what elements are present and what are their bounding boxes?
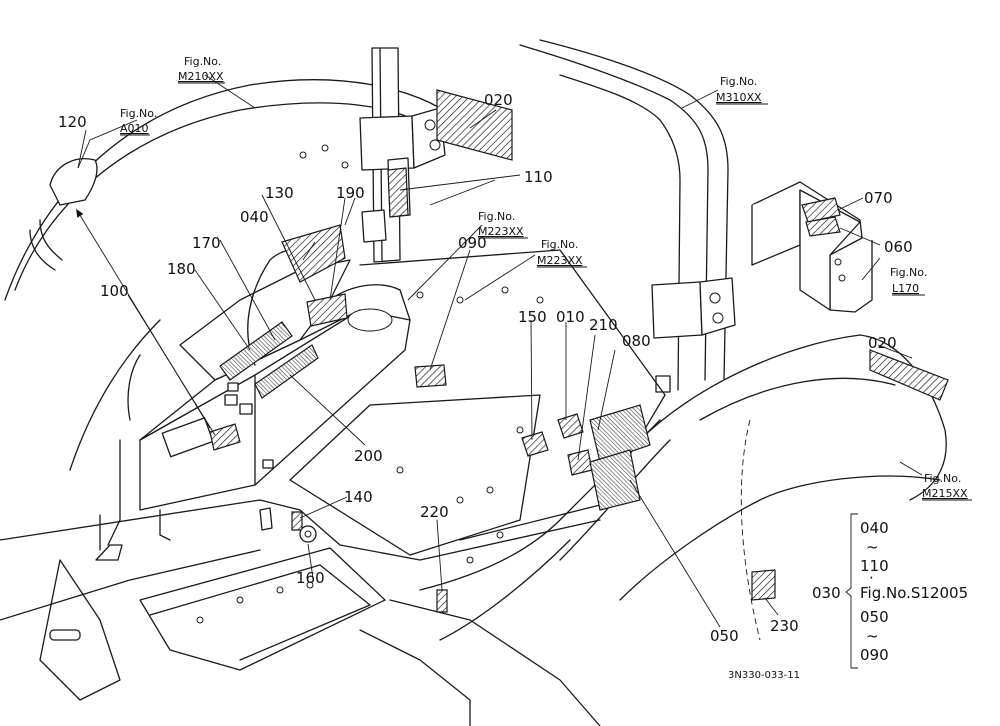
figref-code: M223XX — [478, 225, 524, 238]
callout-040: 040 — [240, 208, 269, 226]
decal-040 — [306, 293, 348, 327]
figref-code: M223XX — [537, 254, 583, 267]
callout-230: 230 — [770, 617, 799, 635]
decal-230 — [751, 569, 776, 601]
callout-150: 150 — [518, 308, 547, 326]
decal-210 — [567, 449, 593, 476]
figref-m210xx: Fig.No. M210XX — [178, 55, 225, 84]
callout-120: 120 — [58, 113, 87, 131]
decal-090 — [414, 364, 447, 388]
key-switch — [29, 158, 98, 271]
decal-200 — [254, 344, 319, 399]
legend-tilde-2: ~ — [866, 627, 879, 645]
callout-140: 140 — [344, 488, 373, 506]
decal-130 — [281, 224, 346, 283]
callout-210: 210 — [589, 316, 618, 334]
callout-100: 100 — [100, 282, 129, 300]
callout-130: 130 — [265, 184, 294, 202]
legend-dot: · — [869, 569, 874, 587]
decal-220 — [436, 589, 448, 613]
legend-tilde: ~ — [866, 538, 879, 556]
decal-020-right — [869, 349, 949, 401]
decal-150 — [521, 431, 549, 457]
figref-a010: Fig.No. A010 — [120, 107, 157, 136]
rops-right-frame — [519, 39, 736, 393]
decal-010 — [557, 413, 584, 439]
decal-080 — [589, 404, 651, 463]
figref-label: Fig.No. — [541, 238, 578, 251]
decal-100 — [209, 423, 241, 451]
figref-code: L170 — [892, 282, 919, 295]
figref-code: M215XX — [922, 487, 968, 500]
callout-020-top: 020 — [484, 91, 513, 109]
legend-range1-start: 040 — [860, 519, 889, 537]
legend-range2-start: 050 — [860, 608, 889, 626]
cover-l170 — [751, 181, 873, 313]
figref-m223xx-2: Fig.No. M223XX — [537, 238, 587, 268]
figref-label: Fig.No. — [720, 75, 757, 88]
callout-010: 010 — [556, 308, 585, 326]
callout-200: 200 — [354, 447, 383, 465]
callout-030: 030 — [812, 584, 841, 602]
decal-180 — [219, 321, 293, 381]
figref-label: Fig.No. — [120, 107, 157, 120]
figref-label: Fig.No. — [924, 472, 961, 485]
rops-left-post — [359, 47, 446, 263]
callout-170: 170 — [192, 234, 221, 252]
figref-code: A010 — [120, 122, 149, 135]
callout-220: 220 — [420, 503, 449, 521]
drawing-code: 3N330-033-11 — [728, 670, 800, 681]
callout-090: 090 — [458, 234, 487, 252]
figref-code: M310XX — [716, 91, 762, 104]
decals — [64, 89, 949, 613]
floor-platform — [0, 249, 666, 726]
callout-080: 080 — [622, 332, 651, 350]
figref-l170: Fig.No. L170 — [890, 266, 927, 296]
figref-m310xx: Fig.No. M310XX — [716, 75, 768, 105]
lower-floor-plate — [39, 547, 386, 701]
right-fender — [559, 334, 947, 641]
decal-110 — [387, 167, 409, 218]
callout-070: 070 — [864, 189, 893, 207]
callout-060: 060 — [884, 238, 913, 256]
figref-label: Fig.No. — [890, 266, 927, 279]
figref-label: Fig.No. — [478, 210, 515, 223]
legend-fig-ref: Fig.No.S12005 — [860, 584, 968, 602]
decal-140 — [291, 511, 303, 531]
callout-160: 160 — [296, 569, 325, 587]
callout-190: 190 — [336, 184, 365, 202]
callout-180: 180 — [167, 260, 196, 278]
figref-m215xx: Fig.No. M215XX — [922, 472, 972, 501]
dashboard-pod — [95, 247, 411, 561]
figref-code: M210XX — [178, 70, 224, 83]
callout-110: 110 — [524, 168, 553, 186]
callout-050: 050 — [710, 627, 739, 645]
callouts: 120 020 110 130 190 040 170 180 100 090 … — [58, 91, 913, 645]
figref-m223xx-1: Fig.No. M223XX — [478, 210, 528, 239]
decal-050 — [589, 449, 641, 511]
legend-030: 040 ~ 110 · Fig.No.S12005 050 ~ 090 — [845, 513, 968, 669]
bolt-160 — [259, 507, 317, 543]
legend-range1-end: 110 — [860, 557, 889, 575]
callout-020-right: 020 — [868, 334, 897, 352]
figref-label: Fig.No. — [184, 55, 221, 68]
leader-lines — [77, 74, 923, 628]
legend-range2-end: 090 — [860, 646, 889, 664]
